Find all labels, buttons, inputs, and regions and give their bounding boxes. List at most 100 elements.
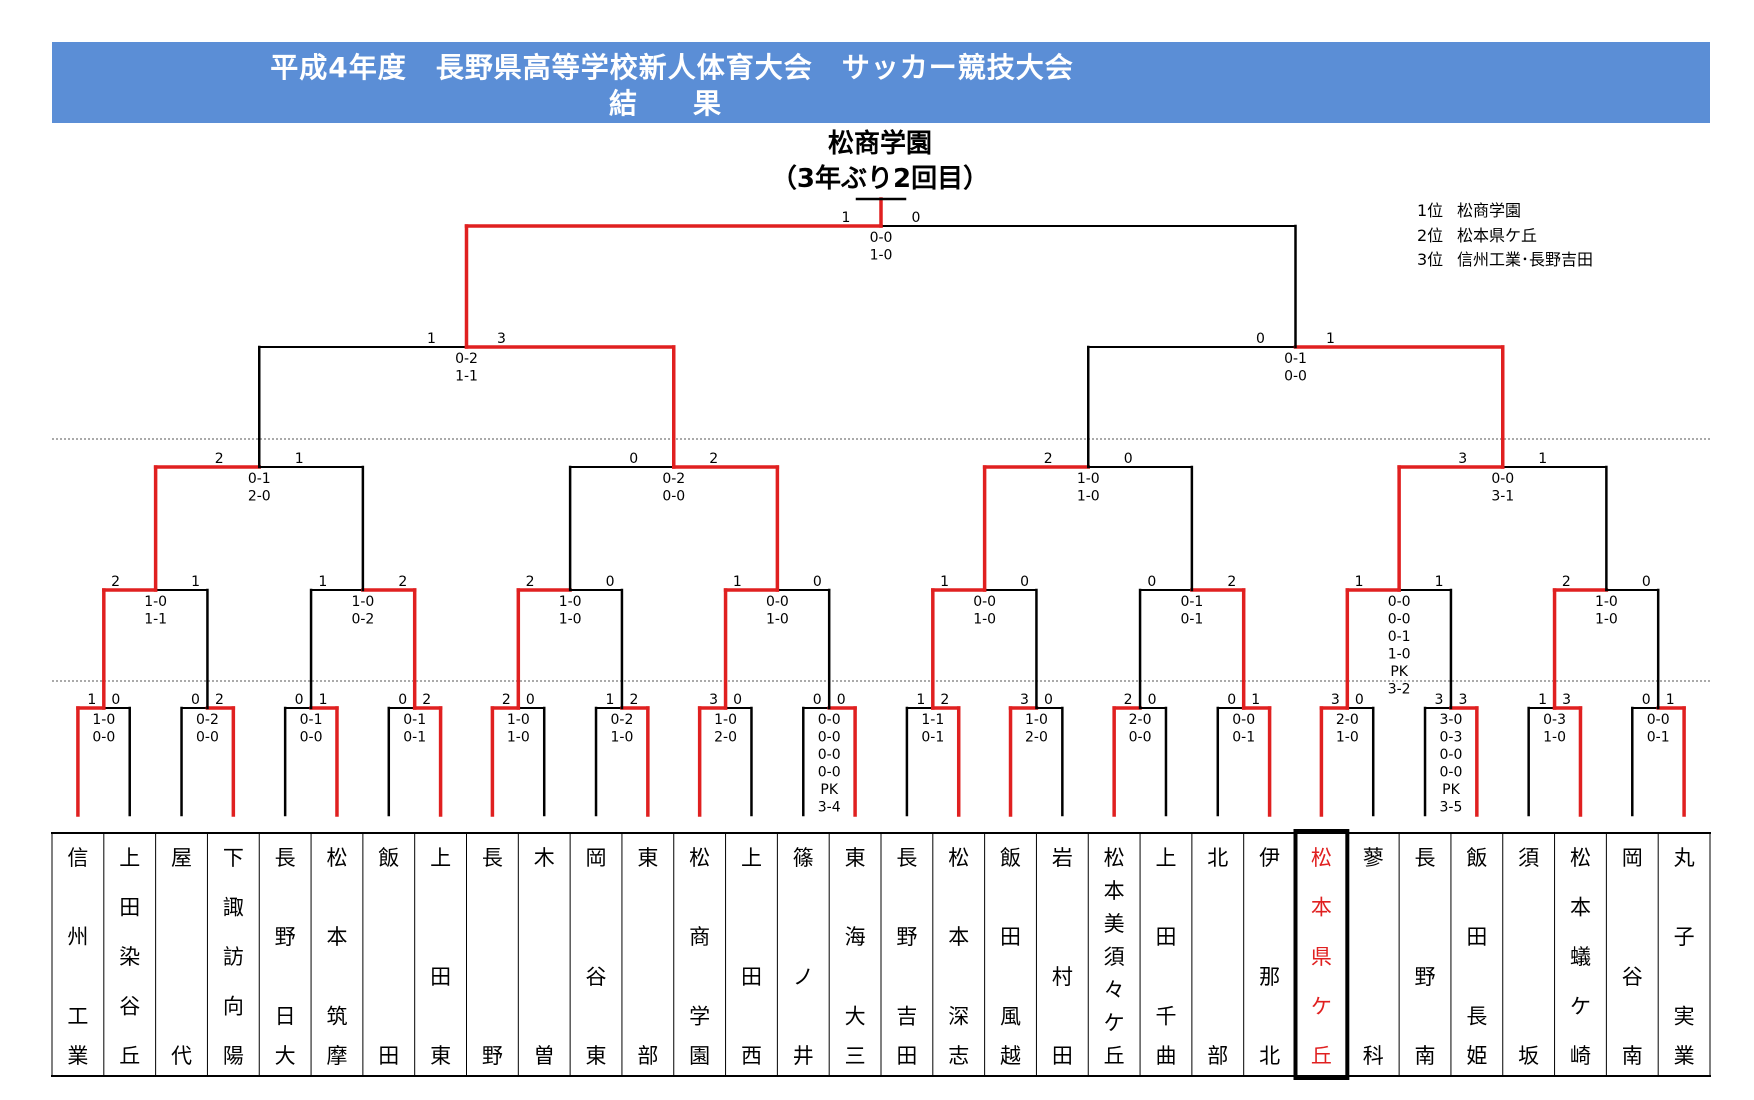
tournament-title: 平成4年度 長野県高等学校新人体育大会 サッカー競技大会 — [270, 51, 1074, 84]
team-name-char: 筑 — [326, 1004, 347, 1028]
team-cell: 松商学園 — [689, 846, 710, 1068]
match-score-right: 1 — [1326, 331, 1335, 347]
half-score: 1-1 — [455, 369, 478, 385]
match-score-right: 3 — [1562, 692, 1571, 708]
team-name-char: 田 — [896, 1044, 917, 1068]
team-name-char: 学 — [689, 1004, 710, 1028]
half-score: 1-0 — [766, 612, 789, 628]
team-name-char: 風 — [1000, 1004, 1021, 1028]
match-score-left: 3 — [709, 692, 718, 708]
team-name-char: 上 — [430, 846, 451, 870]
ranking-place: 1位 — [1417, 201, 1444, 220]
match-score-right: 2 — [422, 692, 431, 708]
team-cell: 長野 — [482, 846, 503, 1068]
team-name-char: 大 — [845, 1004, 866, 1028]
team-name-char: 田 — [378, 1044, 399, 1068]
half-score: 1-0 — [144, 594, 167, 610]
match-score-left: 1 — [605, 692, 614, 708]
match-score-right: 0 — [111, 692, 120, 708]
team-name-char: 東 — [586, 1044, 607, 1068]
team-name-char: 上 — [741, 846, 762, 870]
team-cell: 伊那北 — [1259, 846, 1280, 1068]
half-score: 0-3 — [1440, 730, 1463, 746]
team-name-char: 須 — [1518, 846, 1539, 870]
team-name-char: 松 — [1104, 846, 1125, 870]
team-name-char: 々 — [1104, 978, 1125, 1002]
half-score: 1-0 — [1077, 489, 1100, 505]
match-score-left: 1 — [1355, 574, 1364, 590]
match-score-right: 0 — [526, 692, 535, 708]
half-score: 1-0 — [1025, 712, 1048, 728]
team-name-char: 松 — [948, 846, 969, 870]
team-name-char: 姫 — [1466, 1044, 1487, 1068]
team-name-char: 蓼 — [1363, 846, 1384, 870]
match-score-right: 1 — [191, 574, 200, 590]
half-score: 0-1 — [300, 712, 323, 728]
ranking-team: 松商学園 — [1457, 201, 1522, 220]
team-name-char: 東 — [637, 846, 658, 870]
half-score: 1-0 — [714, 712, 737, 728]
half-score: 1-0 — [1077, 471, 1100, 487]
match-score-left: 0 — [1227, 692, 1236, 708]
team-name-char: 丘 — [119, 1044, 140, 1068]
match-score-right: 2 — [709, 451, 718, 467]
match-score-left: 0 — [813, 692, 822, 708]
half-score: 0-0 — [1647, 712, 1670, 728]
team-cell: 北部 — [1207, 846, 1228, 1068]
match-score-right: 0 — [1148, 692, 1157, 708]
match-score-left: 1 — [916, 692, 925, 708]
team-name-char: 染 — [119, 945, 140, 969]
team-name-char: 岡 — [1622, 846, 1643, 870]
team-name-char: 本 — [948, 925, 969, 949]
team-name-char: ケ — [1570, 995, 1591, 1019]
half-score: 0-1 — [1647, 730, 1670, 746]
team-name-char: 訪 — [223, 945, 244, 969]
team-name-char: 上 — [1155, 846, 1176, 870]
match-score-left: 0 — [191, 692, 200, 708]
team-name-char: 田 — [119, 896, 140, 920]
team-name-char: 丘 — [1104, 1044, 1125, 1068]
round-separators — [52, 438, 1710, 682]
team-name-char: 野 — [1415, 965, 1436, 989]
team-name-char: 村 — [1052, 965, 1073, 989]
half-score: PK — [1390, 664, 1408, 680]
team-name-char: 本 — [1311, 896, 1332, 920]
match-score-right: 0 — [1124, 451, 1133, 467]
team-name-char: 木 — [534, 846, 555, 870]
ranking-1st: 1位松商学園 — [1417, 197, 1521, 221]
match-score-left: 0 — [1147, 574, 1156, 590]
team-name-char: 上 — [119, 846, 140, 870]
team-name-char: 田 — [1000, 925, 1021, 949]
half-score: 0-0 — [662, 489, 685, 505]
half-score: 1-0 — [973, 612, 996, 628]
match-score-left: 0 — [1256, 331, 1265, 347]
match-score-right: 1 — [295, 451, 304, 467]
team-name-char: 北 — [1207, 846, 1228, 870]
match-score-left: 1 — [318, 574, 327, 590]
half-score: 0-0 — [1440, 765, 1463, 781]
match-score-right: 1 — [1435, 574, 1444, 590]
ranking-place: 2位 — [1417, 226, 1444, 245]
team-name-char: 長 — [896, 846, 917, 870]
match-score-right: 2 — [215, 692, 224, 708]
team-name-char: 南 — [1415, 1044, 1436, 1068]
champion-note: （3年ぶり2回目） — [771, 163, 989, 194]
match-score-left: 0 — [295, 692, 304, 708]
match-score-right: 2 — [398, 574, 407, 590]
half-score: 1-0 — [870, 248, 893, 264]
half-score: 2-0 — [1129, 712, 1152, 728]
team-name-char: 屋 — [171, 846, 192, 870]
team-name-char: 信 — [67, 846, 88, 870]
team-name-char: 須 — [1104, 945, 1125, 969]
results-subtitle: 結 果 — [608, 87, 735, 120]
match-score-left: 0 — [1642, 692, 1651, 708]
highlight-team-frame — [1293, 829, 1350, 1080]
team-cell: 東部 — [637, 846, 658, 1068]
ranking-3rd: 3位信州工業･長野吉田 — [1417, 246, 1593, 270]
match-score-left: 2 — [111, 574, 120, 590]
